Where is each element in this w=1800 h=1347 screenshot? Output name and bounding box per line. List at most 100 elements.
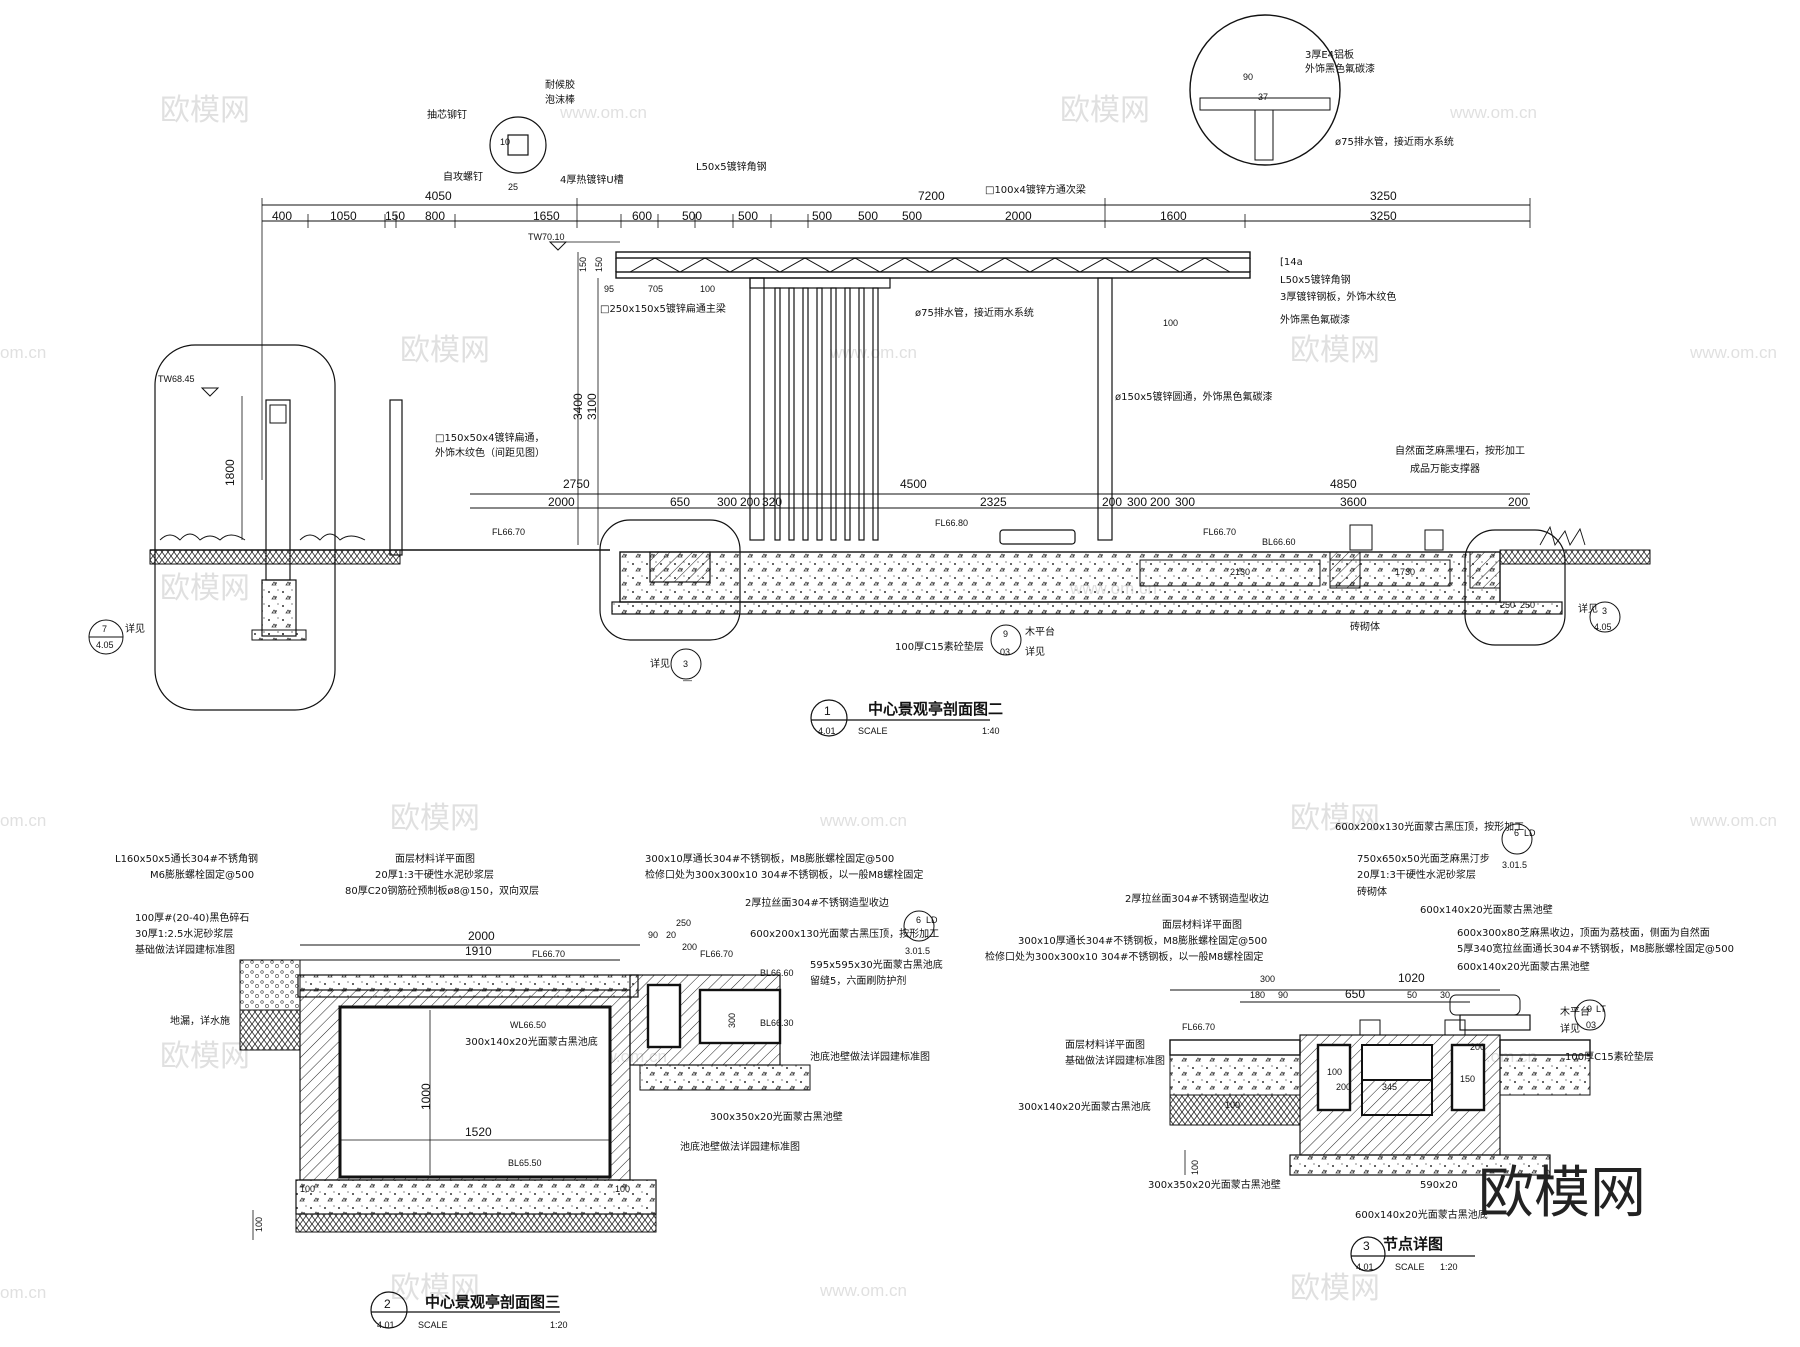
note-label: 600x140x20光面蒙古黑池壁 <box>1457 960 1590 973</box>
note-label: 自然面芝麻黑埋石，按形加工 <box>1395 444 1525 457</box>
dim: 150 <box>1460 1074 1475 1084</box>
dim: 100 <box>1190 1160 1200 1175</box>
note-label: 5厚340宽拉丝面通长304#不锈钢板，M8膨胀螺栓固定@500 <box>1457 942 1734 955</box>
note-label: 抽芯铆钉 <box>427 108 467 121</box>
note-label: 自攻螺钉 <box>443 170 483 183</box>
dim-top2: 500 <box>812 209 832 223</box>
watermark-brand: 欧模网 <box>400 333 490 368</box>
dim: 300 <box>1260 974 1275 984</box>
note-label: 300x140x20光面蒙古黑池底 <box>1018 1100 1151 1113</box>
note-label: 30厚1:2.5水泥砂浆层 <box>135 927 233 940</box>
dim-ground: 4850 <box>1330 477 1357 491</box>
watermark-brand: 欧模网 <box>1060 93 1150 128</box>
dim: 200 <box>682 942 697 952</box>
detail-number: 9 <box>1587 1004 1592 1014</box>
note-label: 面层材料详平面图 <box>395 852 475 865</box>
detail-number: 3 <box>1602 606 1607 616</box>
level-tw: TW68.45 <box>158 374 195 384</box>
dim-top2: 1050 <box>330 209 357 223</box>
dim-misc: 705 <box>648 284 663 294</box>
level: BL66.30 <box>760 1018 794 1028</box>
dim-vertical: 3100 <box>585 393 599 420</box>
note-label: 检修口处为300x300x10 304#不锈钢板，以一般M8螺栓固定 <box>645 868 923 881</box>
note-label: 面层材料详平面图 <box>1162 918 1242 931</box>
note-label: 600x300x80芝麻黑收边，顶面为荔枝面，侧面为自然面 <box>1457 926 1710 939</box>
note-label: 成品万能支撑器 <box>1410 462 1480 475</box>
scale-label: SCALE <box>858 726 888 736</box>
level: BL66.60 <box>760 968 794 978</box>
watermark-site: www.om.cn <box>1449 103 1537 122</box>
dim-misc: 100 <box>700 284 715 294</box>
detail-sheet: 4.05 <box>1594 622 1612 632</box>
section-2-text: 2000 1910 250 90 20 200 1000 1520 100 10… <box>115 852 943 1330</box>
note-label: 600x140x20光面蒙古黑池壁 <box>1420 903 1553 916</box>
dim-vertical: 150 <box>578 257 588 272</box>
note-label: 地漏，详水施 <box>170 1014 230 1027</box>
level: WL66.50 <box>510 1020 546 1030</box>
dim: 180 <box>1250 990 1265 1000</box>
level: BL65.50 <box>508 1158 542 1168</box>
dim: 2000 <box>468 929 495 943</box>
note-label: 600x200x130光面蒙古黑压顶，按形加工 <box>750 927 939 940</box>
dim-top2: 500 <box>902 209 922 223</box>
watermark-site: www.om.cn <box>819 1281 907 1300</box>
dim-top2: 400 <box>272 209 292 223</box>
detail-sheet: 3.01.5 <box>1502 860 1527 870</box>
dim: 90 <box>648 930 658 940</box>
dim-ground2: 650 <box>670 495 690 509</box>
dim: 30 <box>1440 990 1450 1000</box>
note-label: 详见 <box>1578 602 1598 615</box>
watermark-site: www.om.cn <box>559 103 647 122</box>
note-label: 100厚C15素砼垫层 <box>895 640 984 653</box>
dim-ground2: 320 <box>762 495 782 509</box>
note-label: L50x5镀锌角钢 <box>1280 273 1351 286</box>
dim: 1520 <box>465 1125 492 1139</box>
watermark-site: www.om.cn <box>1689 811 1777 830</box>
note-label: 外饰黑色氟碳漆 <box>1280 313 1350 326</box>
dim-top: 3250 <box>1370 189 1397 203</box>
dim: 100 <box>1225 1100 1240 1110</box>
dim-misc: 10 <box>500 137 510 147</box>
note-label: 590x20 <box>1420 1180 1458 1191</box>
level: FL66.70 <box>532 949 565 959</box>
note-label: 100厚C15素砼垫层 <box>1565 1050 1654 1063</box>
note-label: 2厚拉丝面304#不锈钢造型收边 <box>1125 892 1269 905</box>
dim-misc: 100 <box>1163 318 1178 328</box>
note-label: 300x140x20光面蒙古黑池底 <box>465 1035 598 1048</box>
dim: 100 <box>1327 1067 1342 1077</box>
section-sheet: 4.01 <box>818 726 836 736</box>
dim-ground2: 3600 <box>1340 495 1367 509</box>
note-label: 耐候胶 <box>545 78 575 91</box>
dim-misc: 250 <box>1520 600 1535 610</box>
note-label: 600x200x130光面蒙古黑压顶，按形加工 <box>1335 820 1524 833</box>
dim: 200 <box>1470 1042 1485 1052</box>
note-label: 300x10厚通长304#不锈钢板，M8膨胀螺栓固定@500 <box>1018 934 1267 947</box>
detail-number: 3 <box>683 659 688 669</box>
level-fl: FL66.70 <box>1203 527 1236 537</box>
section-1-text: 4050 7200 3250 400 1050 150 800 1650 600… <box>96 48 1612 736</box>
watermark-brand: 欧模网 <box>160 571 250 606</box>
watermark-brand: 欧模网 <box>160 1039 250 1074</box>
section-number: 2 <box>384 1297 391 1311</box>
dim-ground2: 2000 <box>548 495 575 509</box>
section-title: 中心景观亭剖面图二 <box>868 700 1003 718</box>
dim-misc: 2130 <box>1230 567 1250 577</box>
section-2-pool <box>239 910 935 1329</box>
dim-vertical: 1800 <box>223 459 237 486</box>
note-label: 4厚热镀锌U槽 <box>560 173 624 186</box>
note-label: M6膨胀螺栓固定@500 <box>150 868 254 881</box>
dim-misc: 90 <box>1243 72 1253 82</box>
dim-top2: 800 <box>425 209 445 223</box>
note-label: 木平台 <box>1025 625 1055 638</box>
section-number: 3 <box>1363 1239 1370 1253</box>
section-3-text: 300 180 90 650 1020 50 30 200 345 150 20… <box>985 820 1734 1272</box>
level-fl: FL66.80 <box>935 518 968 528</box>
section-sheet: 4.01 <box>1356 1262 1374 1272</box>
dim: 100 <box>615 1184 630 1194</box>
dim-ground2: 2325 <box>980 495 1007 509</box>
watermark-brand: 欧模网 <box>390 801 480 836</box>
dim-vertical: 150 <box>594 257 604 272</box>
level-bl: BL66.60 <box>1262 537 1296 547</box>
section-3-node-detail <box>1169 823 1606 1272</box>
note-label: 基础做法详园建标准图 <box>1065 1054 1165 1067</box>
